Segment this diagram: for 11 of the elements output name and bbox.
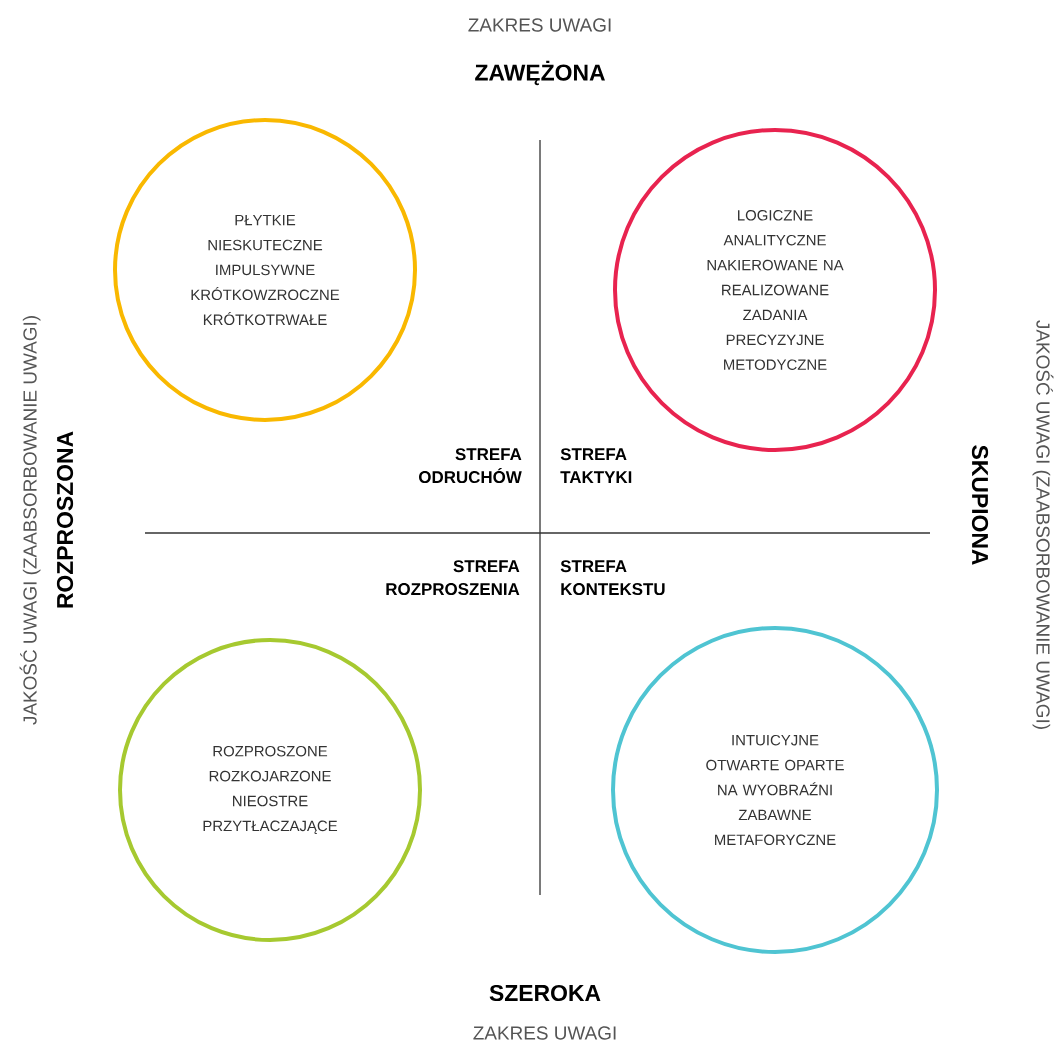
axis-label: ROZPROSZONA bbox=[56, 431, 74, 608]
axis-caption: JAKOŚĆ UWAGI (ZAABSORBOWANIE UWAGI) bbox=[1032, 320, 1054, 729]
axis-caption: JAKOŚĆ UWAGI (ZAABSORBOWANIE UWAGI) bbox=[19, 316, 41, 725]
zone-label: STREFA KONTEKSTU bbox=[560, 560, 665, 596]
axis-label: SKUPIONA bbox=[971, 445, 989, 565]
zone-label: STREFA ROZPROSZENIA bbox=[386, 560, 520, 596]
axis-label: SZEROKA bbox=[489, 984, 601, 1002]
axis-label: ZAWĘŻONA bbox=[475, 60, 605, 86]
zone-label: STREFA ODRUCHÓW bbox=[419, 448, 522, 484]
axis-caption: ZAKRES UWAGI bbox=[473, 1026, 616, 1040]
axis-caption: ZAKRES UWAGI bbox=[468, 18, 611, 32]
